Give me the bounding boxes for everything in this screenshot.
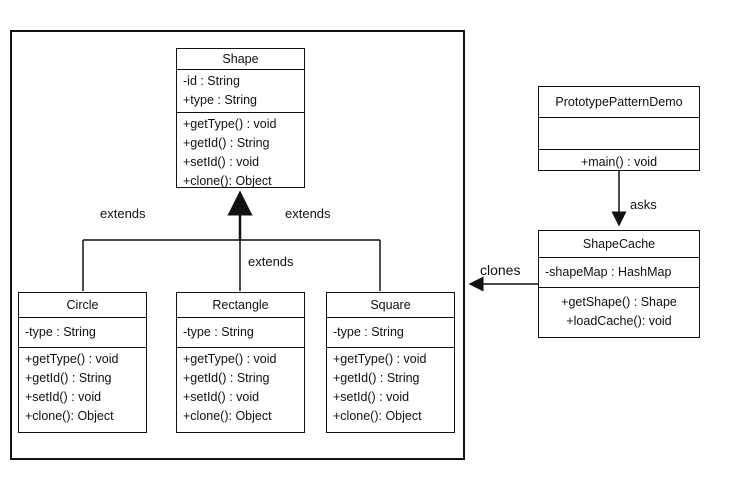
method: +setId() : void (333, 390, 410, 404)
extends-label-right: extends (285, 206, 331, 221)
method: +getId() : String (333, 371, 420, 385)
class-name: Shape (177, 49, 304, 70)
methods-section: +getType() : void +getId() : String +set… (177, 113, 304, 193)
attribute: -type : String (25, 325, 96, 339)
method: +main() : void (580, 155, 658, 169)
method: +getId() : String (25, 371, 112, 385)
method: +loadCache(): void (566, 314, 672, 328)
methods-section: +getType() : void +getId() : String +set… (19, 348, 146, 428)
attribute: -shapeMap : HashMap (545, 265, 672, 279)
attribute: -id : String (183, 74, 240, 88)
class-shape-cache: ShapeCache -shapeMap : HashMap +getShape… (538, 230, 700, 338)
class-rectangle: Rectangle -type : String +getType() : vo… (176, 292, 305, 433)
method: +getType() : void (25, 352, 119, 366)
clones-label: clones (480, 262, 521, 278)
method: +clone(): Object (183, 409, 272, 423)
class-name: Rectangle (177, 293, 304, 318)
class-name: Circle (19, 293, 146, 318)
method: +clone(): Object (25, 409, 114, 423)
methods-section: +getType() : void +getId() : String +set… (177, 348, 304, 428)
attributes-section: -type : String (177, 318, 304, 348)
method: +getType() : void (183, 117, 277, 131)
attributes-section: -shapeMap : HashMap (539, 258, 699, 288)
method: +setId() : void (183, 390, 260, 404)
method: +getType() : void (183, 352, 277, 366)
method: +getId() : String (183, 371, 270, 385)
class-prototype-pattern-demo: PrototypePatternDemo +main() : void (538, 86, 700, 171)
attributes-section: -id : String +type : String (177, 70, 304, 113)
class-name: ShapeCache (539, 231, 699, 258)
attribute: +type : String (183, 93, 257, 107)
extends-label-left: extends (100, 206, 146, 221)
attribute: -type : String (183, 325, 254, 339)
methods-section: +main() : void (539, 150, 699, 174)
method: +clone(): Object (333, 409, 422, 423)
extends-label-middle: extends (248, 254, 294, 269)
shapes-package-frame (10, 30, 465, 460)
class-square: Square -type : String +getType() : void … (326, 292, 455, 433)
method: +getId() : String (183, 136, 270, 150)
method: +getType() : void (333, 352, 427, 366)
class-shape: Shape -id : String +type : String +getTy… (176, 48, 305, 188)
class-name: Square (327, 293, 454, 318)
attributes-section (539, 118, 699, 150)
asks-label: asks (630, 197, 657, 212)
methods-section: +getShape() : Shape +loadCache(): void (539, 288, 699, 333)
attributes-section: -type : String (19, 318, 146, 348)
method: +setId() : void (183, 155, 260, 169)
method: +setId() : void (25, 390, 102, 404)
method: +getShape() : Shape (561, 295, 677, 309)
class-name: PrototypePatternDemo (539, 87, 699, 118)
method: +clone(): Object (183, 174, 272, 188)
attributes-section: -type : String (327, 318, 454, 348)
class-circle: Circle -type : String +getType() : void … (18, 292, 147, 433)
attribute: -type : String (333, 325, 404, 339)
methods-section: +getType() : void +getId() : String +set… (327, 348, 454, 428)
